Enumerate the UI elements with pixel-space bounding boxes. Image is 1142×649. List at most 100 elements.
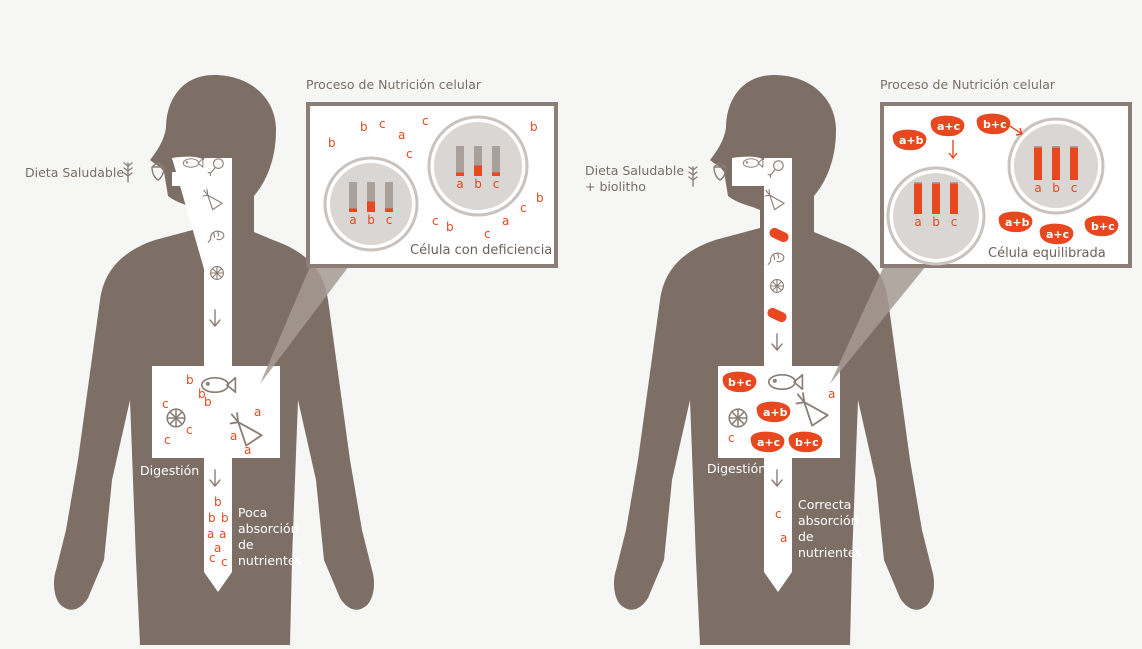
svg-text:c: c bbox=[209, 551, 216, 565]
svg-text:c: c bbox=[520, 201, 527, 215]
left-absorption-text: Poca absorción de nutrientes bbox=[238, 505, 302, 568]
nutrient-bar-fill-c bbox=[950, 183, 958, 214]
arrow-down-icon bbox=[209, 309, 221, 327]
nutrient-bar-track bbox=[367, 182, 375, 212]
arrow-down-icon bbox=[209, 469, 221, 487]
svg-text:a+c: a+c bbox=[1046, 228, 1069, 241]
svg-text:b: b bbox=[446, 220, 454, 234]
nutrient-bar-track bbox=[492, 146, 500, 176]
left-title: Proceso de Nutrición celular bbox=[306, 77, 482, 92]
left-callout-wedge bbox=[260, 262, 352, 384]
citrus-icon bbox=[728, 408, 748, 428]
svg-text:c: c bbox=[484, 227, 491, 241]
nutrient-bar-label: a bbox=[914, 215, 921, 229]
svg-text:c: c bbox=[164, 433, 171, 447]
svg-text:c: c bbox=[432, 214, 439, 228]
svg-text:a+c: a+c bbox=[757, 436, 780, 449]
svg-text:absorción: absorción bbox=[798, 513, 859, 528]
svg-text:a: a bbox=[214, 541, 221, 555]
nutrient-bar-label: c bbox=[386, 213, 393, 227]
right-diet-label: Dieta Saludable + biolitho bbox=[585, 163, 684, 194]
svg-text:a+c: a+c bbox=[937, 120, 960, 133]
nutrient-bar-label: b bbox=[474, 177, 482, 191]
arrow-down-icon bbox=[771, 333, 783, 351]
nutrient-bar-fill-b bbox=[367, 201, 375, 212]
nutrient-bar-label: b bbox=[1052, 181, 1060, 195]
nutrient-bar-fill-c bbox=[492, 172, 500, 176]
nutrient-bar-label: c bbox=[493, 177, 500, 191]
nutrient-bar-track bbox=[456, 146, 464, 176]
arrow-down-icon bbox=[771, 469, 783, 487]
svg-text:c: c bbox=[162, 397, 169, 411]
svg-text:b+c: b+c bbox=[1091, 220, 1115, 233]
svg-text:de: de bbox=[798, 529, 814, 544]
svg-text:a: a bbox=[502, 214, 509, 228]
nutrient-bar-fill-c bbox=[385, 208, 393, 212]
svg-text:b: b bbox=[208, 511, 216, 525]
right-figure: b+c a+b a+c b+c ac ca Dieta Saludable + … bbox=[585, 75, 1132, 645]
svg-text:b+c: b+c bbox=[983, 118, 1007, 131]
nutrient-bar-fill-a bbox=[456, 172, 464, 176]
left-cell-label: Célula con deficiencia bbox=[410, 243, 552, 258]
svg-text:c: c bbox=[186, 423, 193, 437]
svg-text:nutrientes: nutrientes bbox=[798, 545, 862, 560]
svg-text:Dieta Saludable: Dieta Saludable bbox=[585, 163, 684, 178]
svg-text:nutrientes: nutrientes bbox=[238, 553, 302, 568]
nutrient-bar-fill-b bbox=[932, 183, 940, 214]
nutrient-bar-label: a bbox=[349, 213, 356, 227]
svg-text:b: b bbox=[204, 395, 212, 409]
right-cell-label: Célula equilibrada bbox=[988, 246, 1106, 261]
svg-text:a+b: a+b bbox=[1005, 216, 1030, 229]
svg-text:c: c bbox=[728, 431, 735, 445]
right-outside-pills: a+b a+c b+c a+b a+c b+c bbox=[892, 113, 1119, 245]
citrus-icon bbox=[166, 408, 186, 428]
nutrient-bar-track bbox=[474, 146, 482, 176]
right-stomach-pills: b+c a+b a+c b+c bbox=[722, 371, 823, 453]
nutrient-bar-label: a bbox=[1034, 181, 1041, 195]
svg-text:a: a bbox=[254, 405, 261, 419]
wheat-icon bbox=[688, 166, 698, 187]
svg-text:b: b bbox=[328, 136, 336, 150]
right-callout-wedge bbox=[830, 266, 926, 384]
svg-text:a: a bbox=[828, 387, 835, 401]
svg-text:a+b: a+b bbox=[763, 406, 788, 419]
svg-text:b: b bbox=[214, 495, 222, 509]
svg-text:b: b bbox=[198, 387, 206, 401]
right-absorption-text: Correcta absorción de nutrientes bbox=[798, 497, 862, 560]
nutrient-bar-fill-a bbox=[349, 208, 357, 212]
svg-text:a+b: a+b bbox=[899, 134, 924, 147]
nutrient-bar-label: c bbox=[1071, 181, 1078, 195]
left-diet-label: Dieta Saludable bbox=[25, 165, 124, 180]
right-uptake-arrows bbox=[948, 125, 1023, 160]
nutrient-bar-fill-a bbox=[1034, 147, 1042, 180]
svg-text:b+c: b+c bbox=[795, 436, 819, 449]
wheat-icon bbox=[123, 162, 133, 183]
svg-text:a: a bbox=[207, 527, 214, 541]
nutrient-bar-fill-b bbox=[474, 165, 482, 176]
citrus-icon bbox=[770, 279, 784, 293]
svg-text:Correcta: Correcta bbox=[798, 497, 851, 512]
svg-text:c: c bbox=[775, 507, 782, 521]
svg-text:de: de bbox=[238, 537, 254, 552]
nutrient-bar-label: b bbox=[367, 213, 375, 227]
svg-text:a: a bbox=[780, 531, 787, 545]
svg-text:a: a bbox=[244, 443, 251, 457]
nutrient-bar-label: a bbox=[456, 177, 463, 191]
svg-text:b: b bbox=[536, 191, 544, 205]
svg-text:b: b bbox=[221, 511, 229, 525]
left-stomach-nutrients: bbb ccc aaa bbox=[162, 373, 261, 457]
svg-text:b: b bbox=[530, 120, 538, 134]
nutrient-bar-label: b bbox=[932, 215, 940, 229]
svg-text:c: c bbox=[406, 147, 413, 161]
svg-text:Poca: Poca bbox=[238, 505, 267, 520]
svg-text:absorción: absorción bbox=[238, 521, 299, 536]
svg-text:a: a bbox=[219, 527, 226, 541]
nutrient-bar-track bbox=[349, 182, 357, 212]
left-digestion-label: Digestión bbox=[140, 463, 199, 478]
svg-text:a: a bbox=[398, 128, 405, 142]
